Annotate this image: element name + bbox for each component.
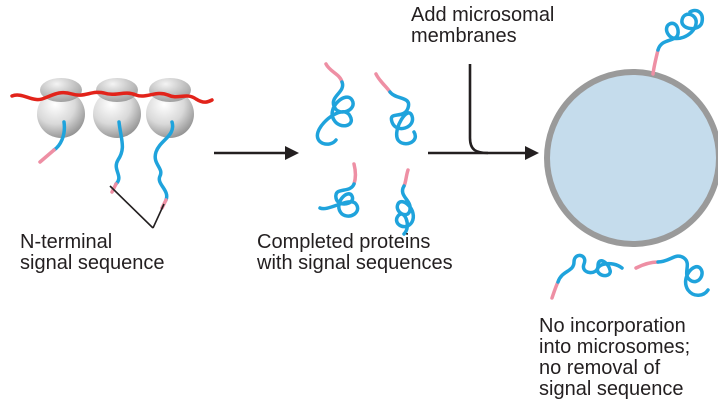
folded-protein-icon	[318, 162, 360, 218]
label-add-microsomal-membranes: Add microsomal membranes	[411, 4, 555, 47]
leader-line	[109, 185, 154, 229]
folded-protein-icon	[394, 168, 416, 236]
label-no-incorporation: No incorporation into microsomes; no rem…	[539, 315, 691, 400]
folded-protein-icon	[374, 72, 418, 146]
arrow-add-microsomes	[428, 64, 539, 160]
nascent-chain	[153, 120, 175, 202]
microsome-vesicle-icon	[544, 69, 718, 247]
ribosome-icon	[37, 78, 85, 138]
leader-line	[152, 203, 165, 229]
label-completed-proteins: Completed proteins with signal sequences	[257, 231, 453, 274]
signal-sequence-segment	[38, 148, 56, 164]
folded-protein-icon	[550, 253, 624, 300]
ribosome-icon	[146, 78, 194, 138]
mrna-strand	[10, 90, 214, 104]
arrow-right	[214, 146, 299, 160]
nascent-chain	[52, 120, 67, 152]
completed-proteins	[315, 62, 418, 236]
folded-protein-icon	[634, 254, 710, 297]
ribosome-icon	[93, 78, 141, 138]
nascent-chain	[114, 120, 125, 186]
label-signal-sequence: N-terminal signal sequence	[20, 231, 165, 274]
polysome	[10, 78, 214, 229]
signal-sequence-segment	[110, 182, 118, 194]
folded-protein-icon	[315, 62, 355, 146]
folded-protein-icon	[651, 8, 705, 76]
